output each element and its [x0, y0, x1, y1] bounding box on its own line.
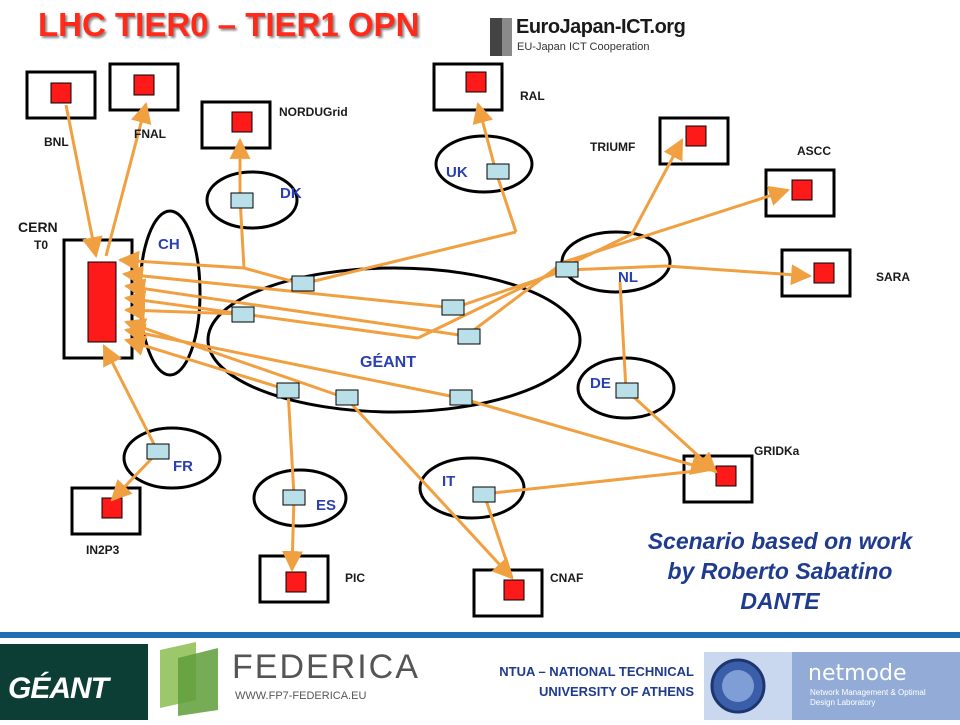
sara-node — [813, 262, 835, 284]
router-geant-7 — [449, 389, 473, 406]
router-geant-4 — [457, 328, 481, 345]
ral-node — [465, 71, 487, 93]
ascc-label: ASCC — [797, 144, 831, 158]
link-sara — [565, 264, 813, 286]
router-de — [615, 382, 639, 399]
ch-label: CH — [158, 236, 180, 253]
ral-label: RAL — [520, 89, 545, 103]
link-dk-cern — [117, 250, 303, 286]
geant-cloud — [206, 266, 582, 414]
link-bnl-cern — [64, 104, 103, 259]
link-geant-cern-5 — [124, 318, 347, 400]
opn-network-diagram: BNL FNAL NORDUGrid RAL TRIUMF ASCC SARA … — [18, 62, 910, 618]
nordugrid-label: NORDUGrid — [279, 105, 348, 119]
fnal-label: FNAL — [134, 127, 166, 141]
link-geant-cern-3 — [123, 300, 243, 322]
dk-domain — [205, 170, 299, 230]
eurojapan-logo-subtext: EU-Japan ICT Cooperation — [517, 41, 650, 53]
nl-label: NL — [618, 269, 638, 286]
footer-rule — [0, 632, 960, 638]
de-domain — [576, 356, 676, 420]
fr-label: FR — [173, 458, 193, 475]
bnl-label: BNL — [44, 135, 69, 149]
ntua-line-2: UNIVERSITY OF ATHENS — [538, 684, 694, 699]
ntua-affiliation: NTUA – NATIONAL TECHNICAL UNIVERSITY OF … — [420, 662, 694, 702]
scenario-caption: Scenario based on work by Roberto Sabati… — [600, 526, 960, 616]
fr-domain — [122, 426, 222, 490]
link-in2p3 — [110, 450, 160, 502]
geant-logo-text: GÉANT — [8, 672, 109, 705]
cern-label: CERN — [18, 219, 58, 235]
cnaf-label: CNAF — [550, 571, 583, 585]
in2p3-label: IN2P3 — [86, 543, 120, 557]
link-uk-cern — [301, 230, 517, 286]
cern-t0-node — [87, 261, 117, 343]
link-fr-cern — [102, 344, 160, 453]
router-geant-3 — [441, 299, 465, 316]
scenario-line-3: DANTE — [740, 588, 820, 614]
sara-label: SARA — [876, 270, 910, 284]
geant-label: GÉANT — [360, 352, 416, 371]
link-nl-cern — [121, 265, 567, 310]
router-geant-5 — [276, 382, 300, 399]
scenario-line-2: by Roberto Sabatino — [667, 558, 893, 584]
es-label: ES — [316, 497, 336, 514]
link-es-cern — [123, 335, 289, 392]
federica-url: WWW.FP7-FEDERICA.EU — [235, 690, 367, 702]
dk-label: DK — [280, 185, 302, 202]
router-it — [472, 486, 496, 503]
link-fnal-cern — [104, 101, 152, 257]
pic-node — [285, 571, 307, 593]
eurojapan-logo-text: EuroJapan-ICT.org — [516, 16, 686, 38]
eurojapan-logo — [490, 18, 512, 56]
ntua-line-1: NTUA – NATIONAL TECHNICAL — [499, 664, 694, 679]
ascc-node — [791, 179, 813, 201]
cnaf-node — [503, 579, 525, 601]
link-it-cnaf — [482, 493, 514, 579]
in2p3-node — [101, 497, 123, 519]
triumf-node — [685, 125, 707, 147]
netmode-logo-subtext: Network Management & Optimal Design Labo… — [810, 688, 926, 707]
router-uk — [486, 163, 510, 180]
router-nl — [555, 261, 579, 278]
uk-label: UK — [446, 164, 468, 181]
router-es — [282, 489, 306, 506]
link-triumf — [417, 138, 684, 340]
t0-label: T0 — [34, 238, 48, 252]
router-geant-1 — [291, 275, 315, 292]
gridka-label: GRIDKa — [754, 444, 800, 458]
slide-title: LHC TIER0 – TIER1 OPN — [38, 6, 420, 43]
link-nl-de — [618, 281, 628, 391]
gridka-node — [715, 465, 737, 487]
pic-label: PIC — [345, 571, 365, 585]
router-geant-2 — [231, 306, 255, 323]
triumf-label: TRIUMF — [590, 140, 635, 154]
router-geant-6 — [335, 389, 359, 406]
router-fr — [146, 443, 170, 460]
link-de-geant — [459, 396, 713, 475]
ntua-seal-icon — [710, 652, 960, 720]
link-cnaf — [344, 396, 514, 580]
fnal-node — [133, 74, 155, 96]
federica-logo-mark — [160, 642, 218, 716]
link-geant-cern-2 — [123, 290, 419, 340]
uk-domain — [434, 134, 534, 194]
link-it-gridka — [483, 468, 707, 496]
geant-logo — [0, 644, 148, 720]
nordugrid-node — [231, 111, 253, 133]
link-pic — [282, 389, 304, 573]
router-dk — [230, 192, 254, 209]
link-geant-cern-1 — [123, 278, 467, 338]
scenario-line-1: Scenario based on work — [647, 528, 913, 554]
netmode-logo-text: netmode — [808, 661, 907, 686]
it-domain — [418, 456, 526, 520]
de-label: DE — [590, 375, 611, 392]
it-label: IT — [442, 473, 455, 490]
bnl-node — [50, 82, 72, 104]
federica-logo-text: FEDERICA — [232, 648, 420, 686]
netmode-logo — [704, 652, 960, 720]
link-ascc — [465, 185, 790, 338]
es-domain — [252, 468, 348, 528]
